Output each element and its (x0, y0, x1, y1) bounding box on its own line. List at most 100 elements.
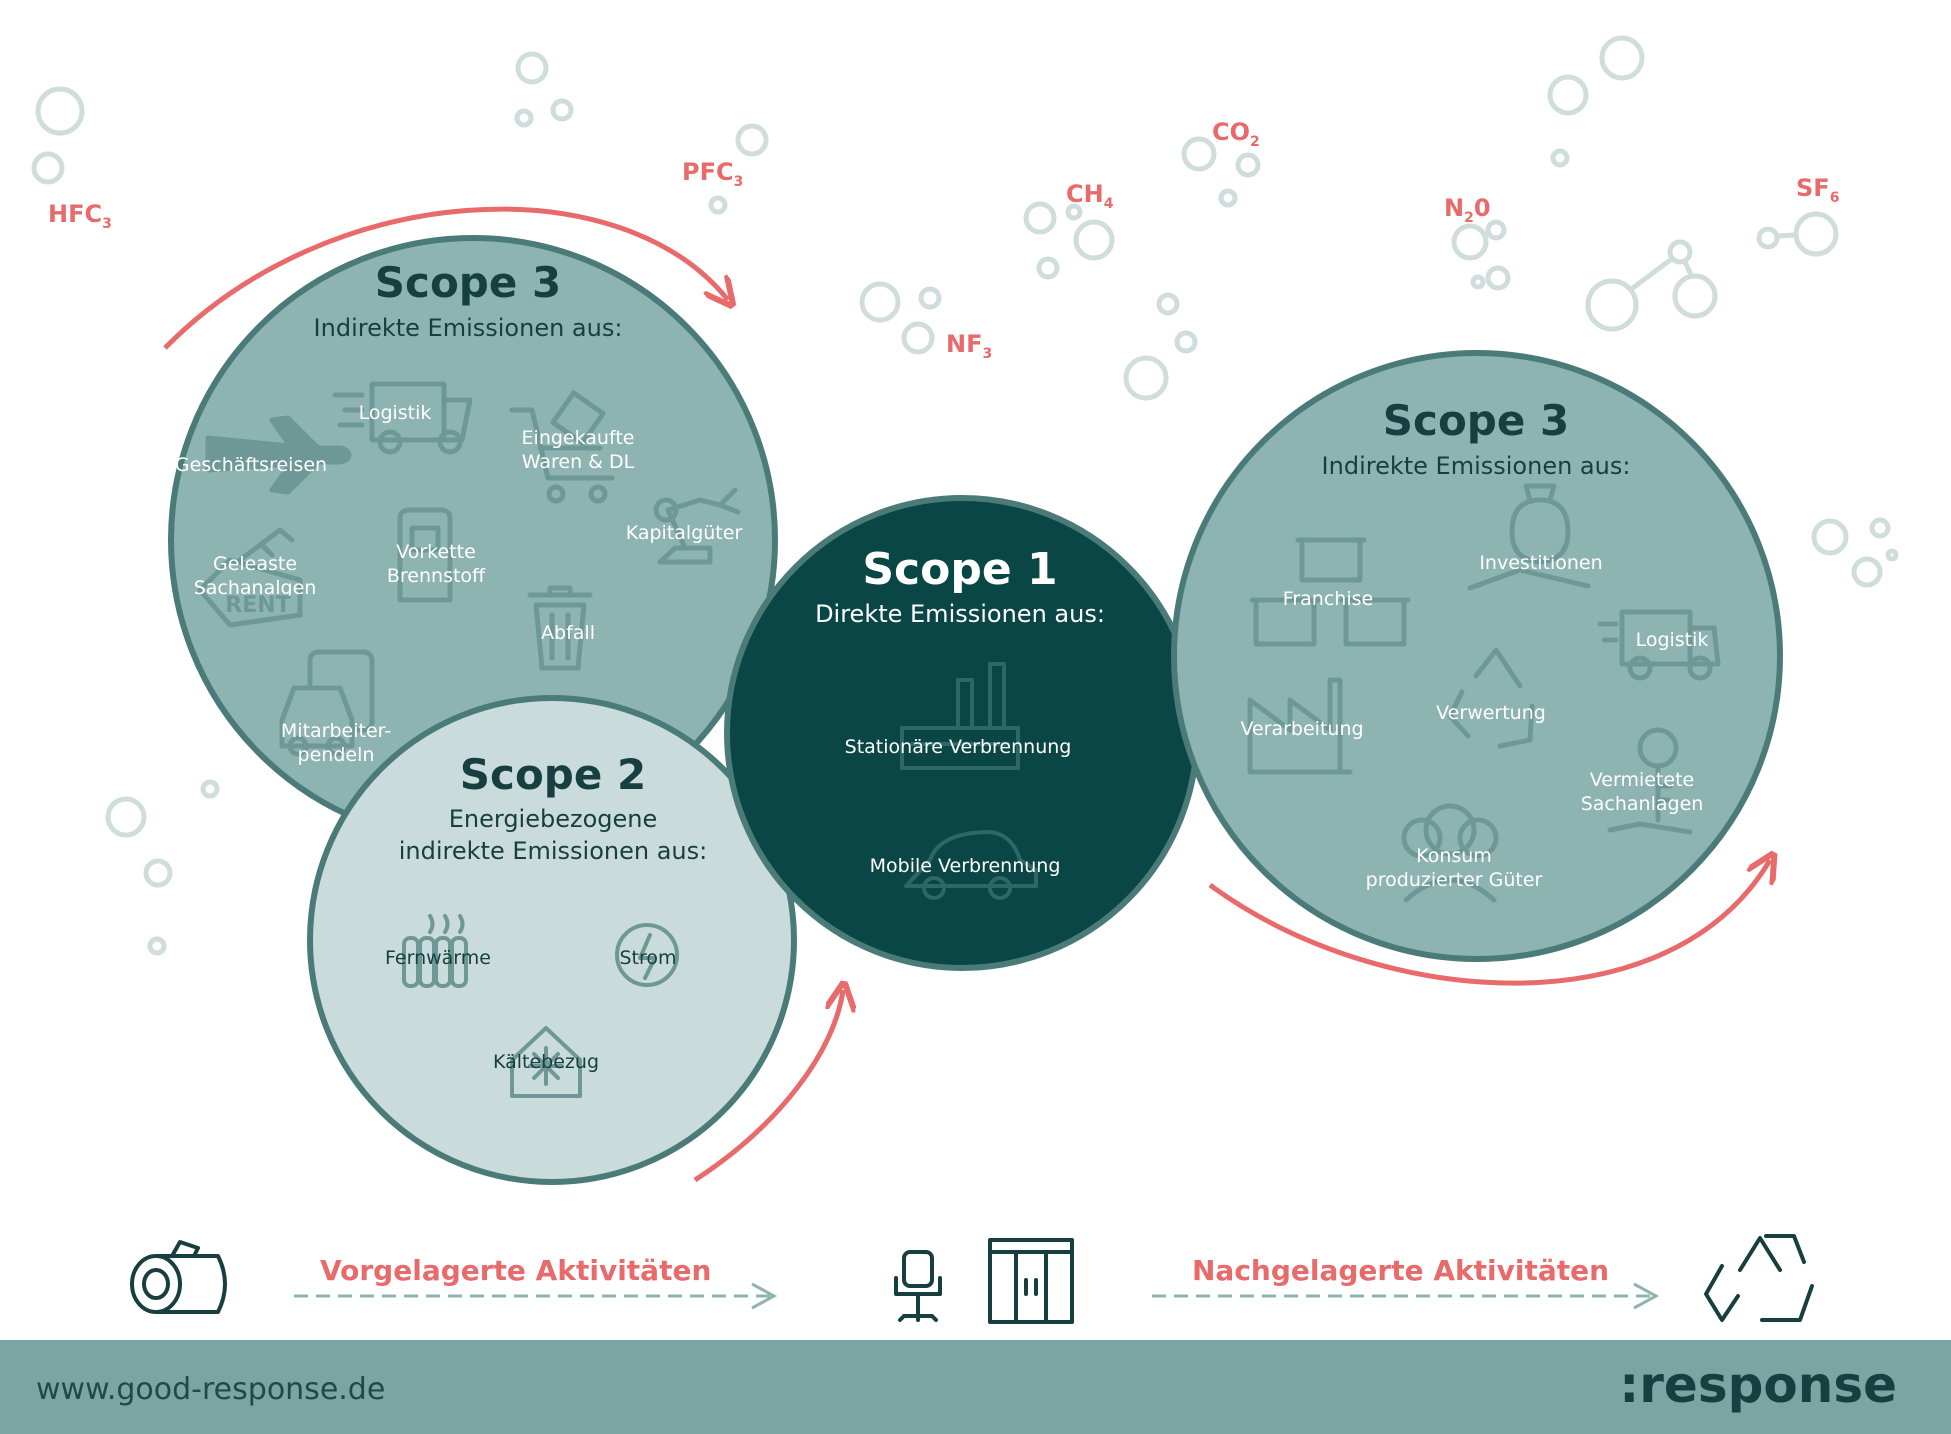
arrow-downstream (1208, 860, 1770, 986)
downstream-dashed-arrow (1152, 1282, 1660, 1310)
gas-subscript: 3 (982, 345, 993, 362)
power-icon (615, 923, 679, 987)
scope2-circle (307, 695, 797, 1185)
label-vorkette-line1: Vorkette (396, 541, 476, 563)
gas-label-ch4: CH4 (1066, 180, 1113, 212)
rented-key-icon (1607, 727, 1693, 835)
gas-formula: CO (1212, 118, 1251, 146)
gas-subscript: 4 (1103, 195, 1114, 212)
recycling-icon (1447, 647, 1535, 749)
gas-formula: PFC (682, 158, 734, 186)
delivery-truck-icon (1597, 609, 1721, 681)
robot-arm-icon (653, 487, 741, 565)
label-mobil: Mobile Verbrennung (869, 855, 1061, 877)
downstream-activities-label: Nachgelagerte Aktivitäten (1192, 1254, 1610, 1287)
label-investitionen: Investitionen (1479, 552, 1603, 574)
gas-formula-tail: 0 (1473, 194, 1491, 222)
label-geleaste-line2: Sachanalgen (193, 577, 317, 599)
gas-formula: HFC (48, 200, 103, 228)
label-mitarbeiter-line2: pendeln (297, 744, 375, 766)
upstream-dashed-arrow (294, 1282, 778, 1310)
website-link[interactable]: www.good-response.de (36, 1372, 386, 1407)
scope2-subtitle-line1: Energiebezogene (448, 805, 658, 833)
scope2-subtitle-line2: indirekte Emissionen aus: (398, 837, 708, 865)
gas-formula: NF (946, 330, 983, 358)
recycle-icon (1704, 1234, 1814, 1322)
label-logistik-down: Logistik (1635, 629, 1709, 651)
gas-label-sf6: SF6 (1796, 174, 1839, 206)
scope3-downstream-title: Scope 3 (1382, 396, 1570, 445)
shopping-cart-icon (509, 390, 615, 504)
footer-bar (0, 1340, 1951, 1434)
label-eingekaufte-line1: Eingekaufte (521, 427, 635, 449)
label-vermietete-line1: Vermietete (1589, 769, 1695, 791)
car-icon (904, 830, 1038, 900)
label-mitarbeiter-line1: Mitarbeiter- (280, 720, 392, 742)
label-strom: Strom (619, 947, 677, 969)
wardrobe-icon (988, 1238, 1074, 1324)
label-fernwaerme: Fernwärme (385, 947, 491, 969)
fuel-pump-icon (397, 507, 453, 603)
gas-subscript: 2 (1464, 209, 1474, 226)
label-geleaste-line1: Geleaste (212, 553, 298, 575)
label-eingekaufte-line2: Waren & DL (521, 451, 635, 473)
label-vorkette-line2: Brennstoff (386, 565, 486, 587)
label-abfall: Abfall (541, 622, 595, 644)
scope1-title: Scope 1 (862, 544, 1058, 595)
gas-formula: N (1444, 194, 1465, 222)
scope3-upstream-title: Scope 3 (374, 258, 562, 307)
scope2-subtitle: Energiebezogene indirekte Emissionen aus: (343, 803, 763, 867)
factory-icon (900, 662, 1020, 770)
label-geschaeftsreisen: Geschäftsreisen (174, 454, 328, 476)
key-tag-icon (197, 527, 303, 628)
label-verwertung: Verwertung (1436, 702, 1546, 724)
money-bag-icon (1467, 483, 1591, 591)
label-konsum-line2: produzierter Güter (1365, 869, 1543, 891)
arrow-upstream-top (163, 206, 728, 350)
bubbles-decoration (31, 35, 1899, 956)
consumers-icon (1401, 803, 1499, 903)
label-logistik: Logistik (358, 402, 432, 424)
gas-formula: CH (1066, 180, 1104, 208)
label-stationaer: Stationäre Verbrennung (844, 736, 1072, 758)
gas-label-co2: CO2 (1212, 118, 1260, 150)
franchise-icon (1249, 537, 1411, 647)
label-mitarbeiter: Mitarbeiter-pendeln (281, 719, 391, 767)
cold-house-icon (510, 1026, 582, 1098)
label-kapitalgueter: Kapitalgüter (625, 522, 743, 544)
gas-label-pfc: PFC3 (682, 158, 743, 190)
gas-label-nf3: NF3 (946, 330, 992, 362)
scope3-upstream-subtitle: Indirekte Emissionen aus: (313, 314, 623, 342)
scope3-downstream-subtitle: Indirekte Emissionen aus: (1321, 452, 1631, 480)
gas-subscript: 3 (102, 215, 112, 232)
gas-subscript: 6 (1829, 189, 1840, 206)
gas-label-hfc: HFC3 (48, 200, 112, 232)
gas-subscript: 2 (1250, 133, 1260, 150)
office-chair-icon (894, 1250, 942, 1322)
scope1-subtitle: Direkte Emissionen aus: (815, 600, 1105, 628)
label-vermietete-line2: Sachanlagen (1580, 793, 1704, 815)
label-franchise: Franchise (1282, 588, 1374, 610)
upstream-activities-label: Vorgelagerte Aktivitäten (320, 1254, 712, 1287)
scope3-downstream-circle (1171, 350, 1783, 962)
scope2-title: Scope 2 (459, 750, 647, 799)
label-verarbeitung: Verarbeitung (1240, 718, 1364, 740)
response-logo: :response (1619, 1356, 1897, 1414)
truck-icon (332, 381, 473, 455)
commute-icon (279, 649, 375, 757)
arrow-scope2-to-scope1 (693, 990, 843, 1183)
log-icon (130, 1240, 227, 1314)
gas-subscript: 3 (733, 173, 744, 190)
gas-label-n2o: N20 (1444, 194, 1491, 226)
label-kaeltebezug: Kältebezug (492, 1051, 600, 1073)
label-konsum-line1: Konsum (1416, 845, 1492, 867)
label-rent: RENT (225, 593, 291, 618)
manufacturing-icon (1247, 677, 1353, 775)
radiator-icon (402, 914, 468, 988)
airplane-icon (205, 415, 352, 495)
